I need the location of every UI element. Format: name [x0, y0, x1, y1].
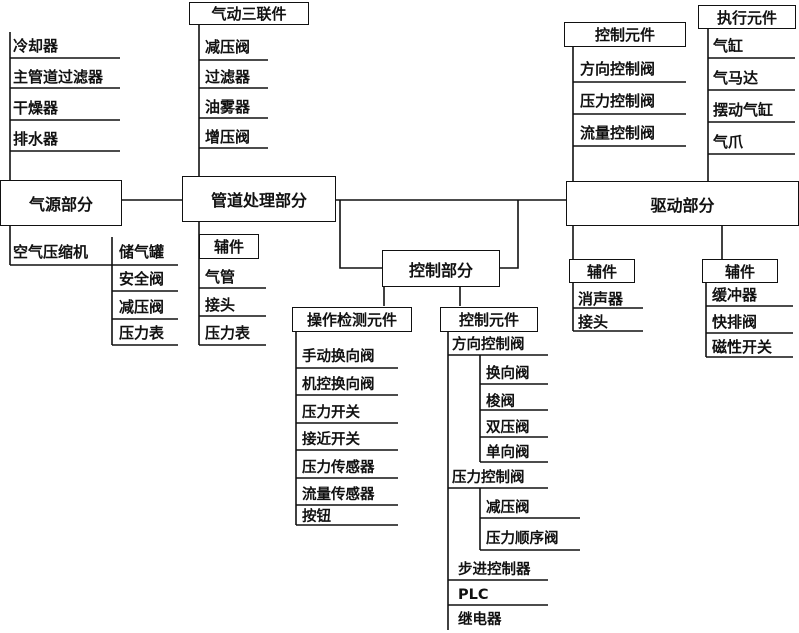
- executor-item: 摆动气缸: [713, 101, 774, 119]
- header-drive-control: 控制元件: [564, 22, 686, 47]
- air-source-sub-item: 减压阀: [119, 298, 165, 316]
- air-source-sub-item: 压力表: [119, 324, 165, 342]
- executor-item: 气缸: [713, 37, 744, 55]
- drive-control-item: 流量控制阀: [580, 124, 656, 142]
- air-source-sub-item: 安全阀: [119, 270, 165, 288]
- frl-item: 过滤器: [205, 68, 251, 86]
- node-air-source: 气源部分: [0, 180, 122, 226]
- executor-item: 气爪: [713, 133, 744, 151]
- direction-item: 梭阀: [486, 394, 515, 410]
- detect-item: 压力传感器: [302, 460, 375, 476]
- drive-aux2-item: 快排阀: [712, 313, 758, 331]
- air-source-sub-item: 储气罐: [119, 243, 165, 261]
- detect-item: 流量传感器: [302, 487, 375, 503]
- header-detect: 操作检测元件: [292, 307, 412, 332]
- detect-item: 压力开关: [302, 405, 360, 421]
- direction-group-label: 方向控制阀: [452, 337, 525, 353]
- frl-item: 减压阀: [205, 38, 251, 56]
- direction-item: 换向阀: [486, 366, 530, 382]
- pipeline-aux-item: 气管: [205, 268, 236, 286]
- drive-aux1-item: 消声器: [578, 290, 624, 308]
- control-other-item: PLC: [458, 587, 489, 603]
- drive-aux2-item: 磁性开关: [712, 338, 773, 356]
- drive-aux1-item: 接头: [578, 313, 609, 331]
- detect-item: 按钮: [302, 509, 331, 525]
- direction-item: 单向阀: [486, 445, 530, 461]
- air-source-compressor: 空气压缩机: [13, 243, 89, 261]
- drive-control-item: 方向控制阀: [580, 60, 656, 78]
- air-source-item: 干燥器: [13, 99, 59, 117]
- header-drive-aux2: 辅件: [702, 259, 778, 283]
- node-drive: 驱动部分: [566, 181, 799, 226]
- pipeline-aux-item: 接头: [205, 296, 236, 314]
- drive-aux2-item: 缓冲器: [712, 286, 758, 304]
- pipeline-aux-item: 压力表: [205, 324, 251, 342]
- node-control: 控制部分: [382, 250, 500, 287]
- pressure-group-label: 压力控制阀: [452, 470, 525, 486]
- control-other-item: 步进控制器: [458, 562, 531, 578]
- header-executors: 执行元件: [698, 5, 796, 29]
- header-control-elements: 控制元件: [440, 307, 538, 332]
- executor-item: 气马达: [713, 69, 759, 87]
- detect-item: 手动换向阀: [302, 349, 375, 365]
- detect-item: 机控换向阀: [302, 377, 375, 393]
- direction-item: 双压阀: [486, 420, 530, 436]
- header-frl: 气动三联件: [189, 2, 309, 25]
- frl-item: 增压阀: [205, 128, 251, 146]
- detect-item: 接近开关: [302, 432, 360, 448]
- air-source-item: 冷却器: [13, 37, 59, 55]
- pressure-item: 减压阀: [486, 500, 530, 516]
- node-pipeline: 管道处理部分: [182, 176, 336, 222]
- header-pipeline-aux: 辅件: [199, 234, 259, 259]
- header-drive-aux1: 辅件: [569, 259, 635, 283]
- pressure-item: 压力顺序阀: [486, 531, 559, 547]
- drive-control-item: 压力控制阀: [580, 92, 656, 110]
- air-source-item: 排水器: [13, 130, 59, 148]
- air-source-item: 主管道过滤器: [13, 68, 104, 86]
- frl-item: 油雾器: [205, 98, 251, 116]
- control-other-item: 继电器: [458, 612, 502, 628]
